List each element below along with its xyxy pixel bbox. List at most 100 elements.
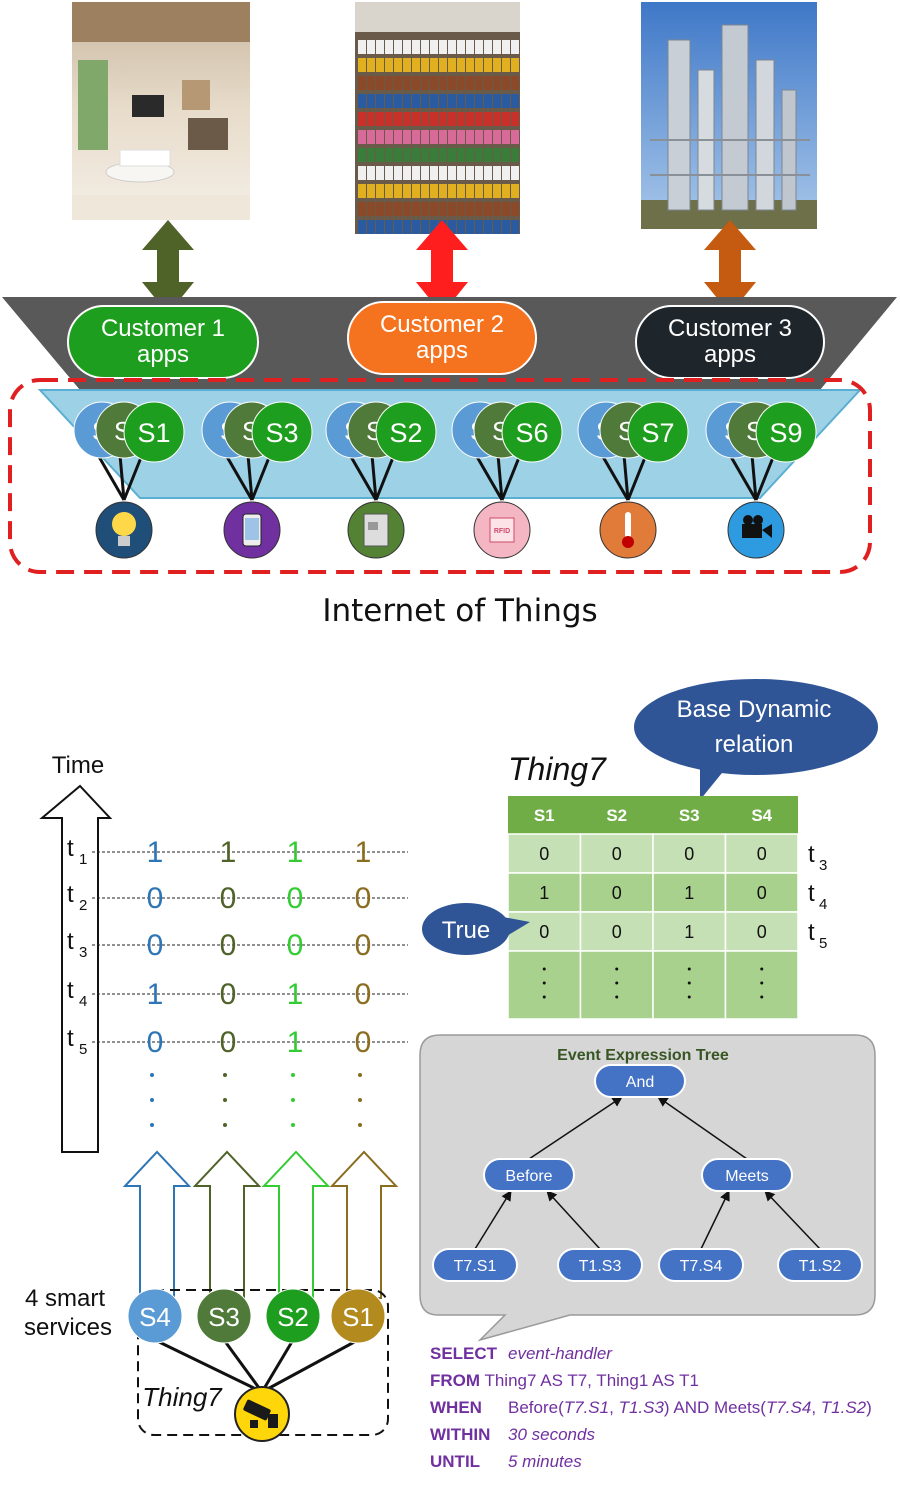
row-time-label: t <box>808 841 815 868</box>
tree-node-l3: T1.S2 <box>777 1248 863 1282</box>
tree-node-left: Before <box>483 1158 575 1192</box>
until-keyword: UNTIL <box>430 1452 481 1471</box>
customer-label-line1: Customer 1 <box>101 315 225 342</box>
sensor-value: 0 <box>220 882 237 915</box>
customer-label-line2: apps <box>704 341 756 368</box>
tree-edge <box>700 1190 730 1250</box>
sensor-value: 0 <box>355 929 372 962</box>
iot-caption: Internet of Things <box>322 593 597 629</box>
service-stream-arrow <box>192 1150 262 1299</box>
continuation-dot <box>150 1073 154 1077</box>
appliance-icon <box>347 501 405 559</box>
svg-text:RFID: RFID <box>494 528 510 535</box>
sensor-value: 1 <box>355 836 372 869</box>
from-value: Thing7 AS T7, Thing1 AS T1 <box>484 1371 700 1390</box>
relation-table-cell: 0 <box>539 844 549 864</box>
within-keyword: WITHIN <box>430 1425 491 1444</box>
select-keyword: SELECT <box>430 1344 498 1363</box>
row-time-subscript: 4 <box>819 896 827 913</box>
sensor-value: 0 <box>147 1026 164 1059</box>
tree-node-l2: T7.S4 <box>658 1248 744 1282</box>
tick-label: t <box>67 881 74 908</box>
smart-services-label-line2: services <box>24 1314 112 1341</box>
time-axis-label: Time <box>52 752 104 779</box>
relation-table-header: S2 <box>606 806 627 825</box>
tree-node-label: T7.S1 <box>454 1258 497 1275</box>
event-tree-title: Event Expression Tree <box>557 1047 729 1064</box>
service-label: S3 <box>265 418 298 448</box>
continuation-dot <box>291 1123 295 1127</box>
tree-edge <box>528 1096 623 1160</box>
query-until-row: UNTIL 5 minutes <box>430 1448 872 1475</box>
tree-node-root: And <box>594 1064 686 1098</box>
sensor-value: 0 <box>355 882 372 915</box>
sensor-value: 1 <box>287 978 304 1011</box>
bidirectional-arrow <box>142 220 194 314</box>
tree-node-label: Meets <box>725 1168 769 1185</box>
sensor-value: 1 <box>220 836 237 869</box>
sensor-value: 0 <box>147 882 164 915</box>
relation-table-cell: 0 <box>757 883 767 903</box>
sensor-value: 1 <box>287 836 304 869</box>
lightbulb-icon <box>95 501 153 559</box>
relation-table-cell: 0 <box>612 883 622 903</box>
base-dynamic-callout-line1: Base Dynamic <box>677 696 832 723</box>
sensor-value: 0 <box>287 929 304 962</box>
service-stream-arrow <box>329 1150 399 1299</box>
smart-service-label: S1 <box>342 1302 374 1332</box>
service-stream-arrow <box>261 1150 331 1299</box>
tree-edge <box>764 1190 821 1250</box>
relation-table-title: Thing7 <box>508 751 607 787</box>
service-group-s6: SSS6RFID <box>451 401 563 559</box>
sensor-value: 0 <box>220 1026 237 1059</box>
until-value: 5 minutes <box>508 1452 582 1471</box>
sensor-value: 0 <box>220 929 237 962</box>
service-label: S7 <box>641 418 674 448</box>
tick-subscript: 2 <box>79 897 87 914</box>
sensor-value: 0 <box>220 978 237 1011</box>
thing7-label: Thing7 <box>142 1382 223 1412</box>
customer-label-line1: Customer 3 <box>668 315 792 342</box>
tree-node-label: T7.S4 <box>680 1258 723 1275</box>
tree-edge <box>474 1190 512 1250</box>
service-group-s2: SSS2 <box>325 401 437 559</box>
tree-edge <box>546 1190 601 1250</box>
service-label: S9 <box>769 418 802 448</box>
sensor-value: 0 <box>287 882 304 915</box>
continuation-dot <box>291 1098 295 1102</box>
service-label: S6 <box>515 418 548 448</box>
relation-table-cell: 1 <box>684 883 694 903</box>
row-time-label: t <box>808 880 815 907</box>
tick-label: t <box>67 835 74 862</box>
continuation-dot <box>291 1073 295 1077</box>
continuation-dot <box>358 1098 362 1102</box>
continuation-dot <box>223 1123 227 1127</box>
sensor-value: 1 <box>287 1026 304 1059</box>
tree-node-label: And <box>626 1074 654 1091</box>
tree-node-l0: T7.S1 <box>432 1248 518 1282</box>
service-group-s3: SSS3 <box>201 401 313 559</box>
supermarket-photo <box>355 2 520 234</box>
tree-node-right: Meets <box>701 1158 793 1192</box>
continuation-dot <box>150 1098 154 1102</box>
tree-edge <box>657 1096 748 1160</box>
tree-node-label: T1.S2 <box>799 1258 842 1275</box>
tick-label: t <box>67 1025 74 1052</box>
query-from-row: FROM Thing7 AS T7, Thing1 AS T1 <box>430 1367 872 1394</box>
sensor-value: 0 <box>147 929 164 962</box>
smart-service-s4: S4 <box>127 1288 183 1344</box>
relation-table-cell: 0 <box>612 922 622 942</box>
tree-node-label: T1.S3 <box>579 1258 622 1275</box>
relation-table-cell: 0 <box>684 844 694 864</box>
